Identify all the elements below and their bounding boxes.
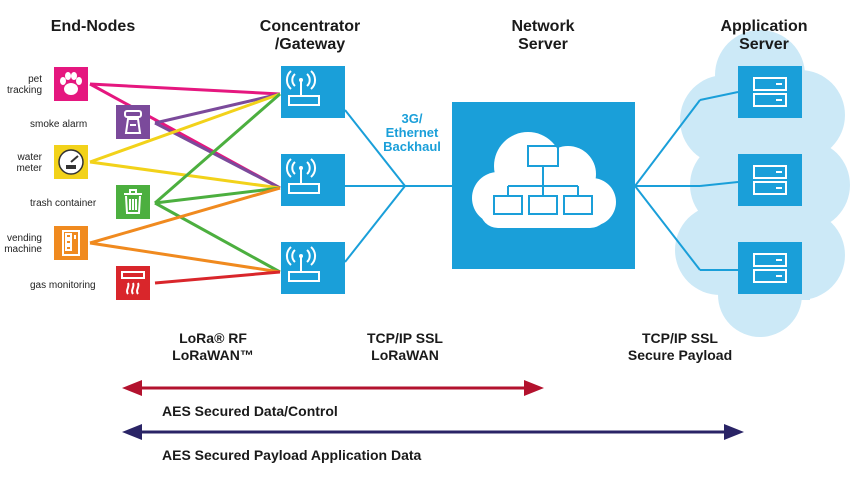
rf-line2: LoRaWAN™ <box>172 347 254 363</box>
aes-data-control-label: AES Secured Data/Control <box>162 403 338 419</box>
trash-container-node <box>116 185 150 219</box>
node-label-vending-machine: vending machine <box>0 233 42 255</box>
gateway-antenna-icon <box>285 158 320 194</box>
node-label-smoke-alarm: smoke alarm <box>30 119 88 130</box>
backhaul-line1: 3G/ <box>401 111 423 126</box>
node-label-line: machine <box>4 244 42 255</box>
application-server-3 <box>738 242 802 294</box>
gateway-1 <box>281 66 345 118</box>
water-meter-node <box>54 145 88 179</box>
aes-payload-arrow <box>122 424 744 440</box>
backhaul-label: 3G/ Ethernet Backhaul <box>372 112 452 154</box>
network-heading-line2: Server <box>518 36 568 53</box>
server-icon <box>753 77 787 107</box>
tcp-secure-payload-label: TCP/IP SSL Secure Payload <box>605 330 755 364</box>
node-label-line: meter <box>16 163 42 174</box>
rf-links <box>89 82 281 285</box>
network-server-heading: Network Server <box>488 18 598 54</box>
smoke-alarm-node <box>116 105 150 139</box>
server-icon <box>753 165 787 195</box>
application-server-heading: Application Server <box>704 18 824 54</box>
node-label-line: water <box>17 152 42 163</box>
gateway-antenna-icon <box>285 246 320 282</box>
gateway-3 <box>281 242 345 294</box>
tcp1-line1: TCP/IP SSL <box>367 330 443 346</box>
paw-icon <box>60 72 82 95</box>
network-server <box>452 102 635 269</box>
node-label-line: vending <box>6 233 42 244</box>
rf-line1: LoRa® RF <box>179 330 247 346</box>
lora-rf-label: LoRa® RF LoRaWAN™ <box>148 330 278 364</box>
vending-machine-node <box>54 226 88 260</box>
gateway-heading: Concentrator /Gateway <box>240 18 380 54</box>
aes-data-control-arrow <box>122 380 544 396</box>
pet-tracking-node <box>54 67 88 101</box>
gateway-antenna-icon <box>285 70 320 106</box>
gateway-2 <box>281 154 345 206</box>
backhaul-links <box>344 109 452 263</box>
backhaul-line3: Backhaul <box>383 139 441 154</box>
application-server-1 <box>738 66 802 118</box>
app-heading-line2: Server <box>739 36 789 53</box>
node-label-line: pet <box>28 74 42 85</box>
network-hierarchy-icon <box>493 145 593 215</box>
node-label-line: tracking <box>6 85 42 96</box>
tcp2-line1: TCP/IP SSL <box>642 330 718 346</box>
node-label-pet-tracking: pet tracking <box>0 74 42 96</box>
tcp1-line2: LoRaWAN <box>371 347 439 363</box>
vending-machine-icon <box>62 230 80 256</box>
end-nodes-heading: End-Nodes <box>50 18 136 35</box>
server-links <box>634 91 739 271</box>
smoke-alarm-icon <box>124 110 142 134</box>
node-label-trash-container: trash container <box>30 198 97 209</box>
trash-icon <box>124 189 142 214</box>
gas-monitoring-node <box>116 266 150 300</box>
application-server-2 <box>738 154 802 206</box>
server-icon <box>753 253 787 283</box>
aes-payload-label: AES Secured Payload Application Data <box>162 447 422 463</box>
tcp2-line2: Secure Payload <box>627 347 733 363</box>
backhaul-line2: Ethernet <box>385 125 439 140</box>
app-heading-line1: Application <box>720 18 808 35</box>
tcp-lorawan-label: TCP/IP SSL LoRaWAN <box>340 330 470 364</box>
gateway-heading-line1: Concentrator <box>259 18 361 35</box>
gas-monitor-icon <box>121 271 145 295</box>
network-heading-line1: Network <box>511 18 575 35</box>
node-label-gas-monitoring: gas monitoring <box>30 280 96 291</box>
node-label-water-meter: water meter <box>0 152 42 174</box>
gateway-heading-line2: /Gateway <box>274 36 346 53</box>
water-meter-icon <box>58 149 84 175</box>
